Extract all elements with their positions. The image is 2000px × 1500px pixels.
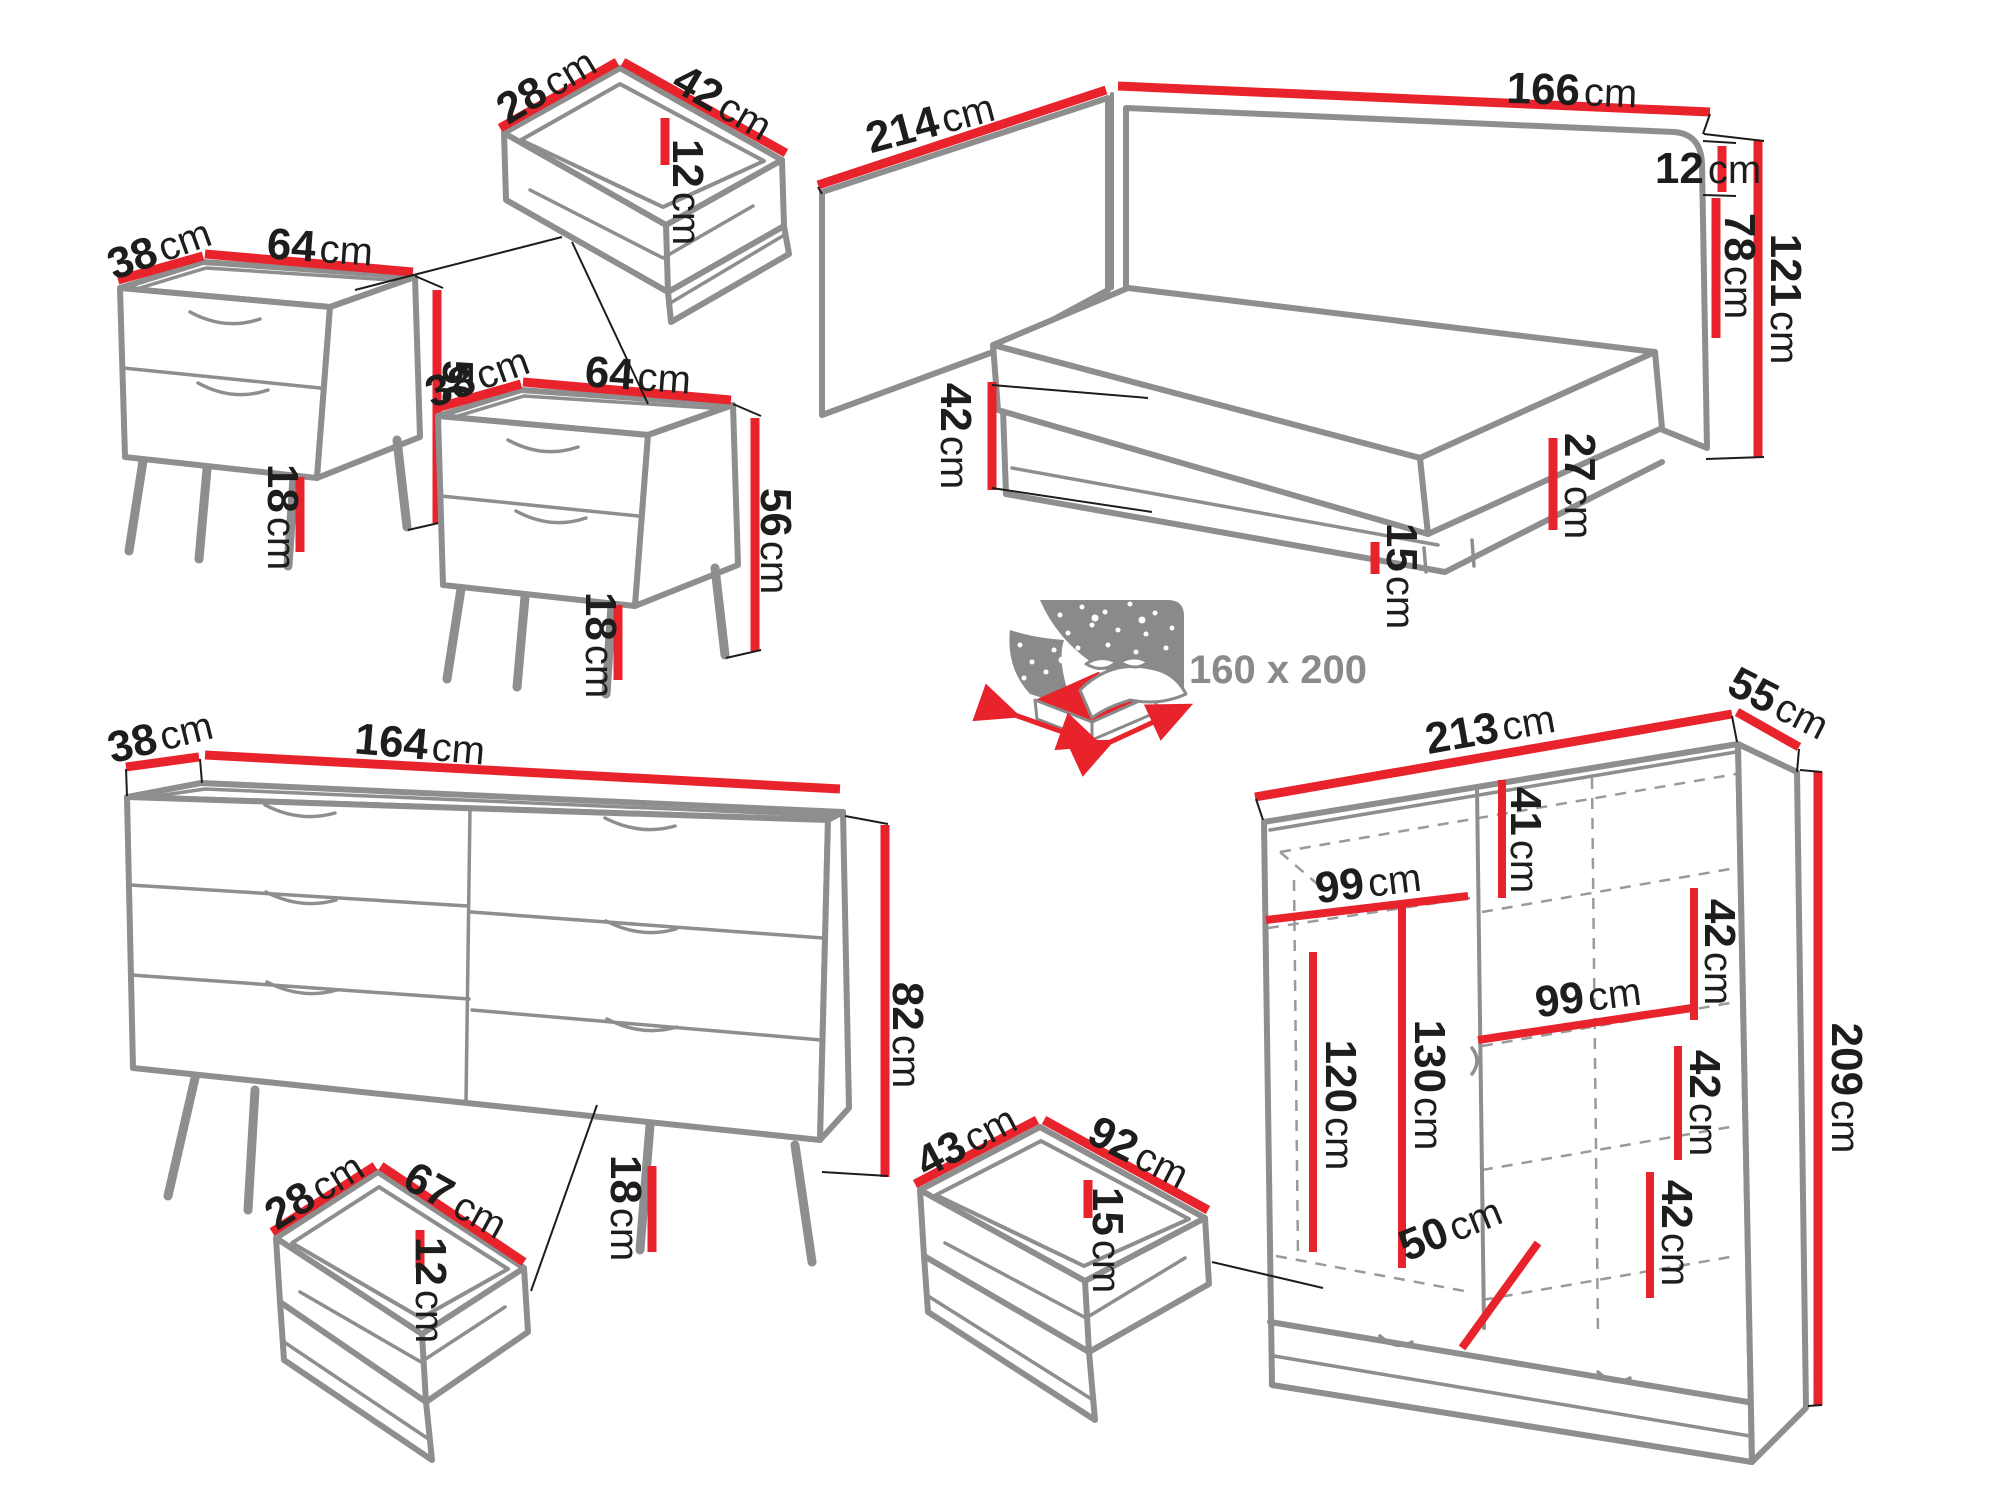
wardrobe-middle-hanging-label: 130cm [1405, 1020, 1454, 1151]
wardrobe-divider [1475, 786, 1486, 1330]
wardrobe-interior-dashed [1267, 772, 1737, 1337]
nightstand-right-width-label: 64cm [583, 347, 692, 403]
nightstand-left-width-label: 64cm [265, 219, 374, 275]
dresser-drawer-dimension-lines [269, 1162, 527, 1268]
wardrobe-top-shelf-label: 41cm [1501, 787, 1550, 893]
bed-total-height-label: 121cm [1761, 234, 1810, 365]
bed-side-height-label: 27cm [1555, 433, 1604, 539]
bed-drawer-height-label: 15cm [1083, 1187, 1132, 1293]
bed-width-label: 166cm [1506, 64, 1638, 118]
wardrobe-dimension-lines [1254, 708, 1823, 1407]
wardrobe-side [1735, 741, 1809, 1465]
dresser-height-label: 82cm [883, 982, 932, 1088]
dresser-dimension-lines [125, 750, 890, 1252]
dresser-width-label: 164cm [353, 714, 488, 774]
wardrobe-lower-gap-label: 42cm [1652, 1180, 1701, 1286]
nightstand-right-height-label: 56cm [751, 488, 800, 594]
dresser: 38cm 164cm 82cm 18cm [103, 704, 932, 1267]
wardrobe-left-width-label: 99cm [1312, 852, 1423, 914]
icon-stars [1017, 601, 1175, 681]
wardrobe-upper-gap-label: 42cm [1695, 899, 1744, 1005]
dresser-front [124, 794, 831, 1143]
wardrobe-left-hanging-label: 120cm [1316, 1040, 1365, 1171]
mattress-size-icon: 160 x 200 [972, 600, 1367, 777]
bed-headboard-height-label: 78cm [1715, 213, 1764, 319]
mattress-size-label: 160 x 200 [1189, 648, 1367, 692]
dresser-side [817, 809, 852, 1143]
dresser-drawer-height-label: 12cm [406, 1237, 455, 1343]
connector-dresser-to-drawer [530, 1104, 598, 1292]
connector-drawer-to-wardrobe [1211, 1261, 1324, 1289]
nightstand-left-leg-label: 18cm [258, 464, 307, 570]
bed-base-height-label: 42cm [931, 383, 980, 489]
dresser-leg-label: 18cm [601, 1155, 650, 1261]
bed-plinth-height-label: 15cm [1377, 523, 1426, 629]
small-drawer-dimension-lines [497, 58, 789, 165]
dresser-drawer: 28cm 67cm 12cm [256, 1145, 531, 1463]
wardrobe-height-label: 209cm [1822, 1023, 1871, 1154]
wardrobe-right-width-label: 99cm [1532, 966, 1643, 1028]
connector-lines [354, 236, 1324, 1292]
bed-dimension-lines [816, 81, 1765, 574]
connector-small-drawer-to-right-nightstand [571, 241, 649, 405]
wardrobe-middle-gap-label: 42cm [1680, 1050, 1729, 1156]
small-drawer: 28cm 42cm 12cm [488, 40, 792, 325]
small-drawer-height-label: 12cm [663, 139, 712, 245]
bed-drawer-dimension-lines [912, 1116, 1211, 1218]
nightstand-right: 38cm 64cm 56cm 18cm [419, 339, 800, 698]
bed-drawer: 43cm 92cm 15cm [908, 1097, 1212, 1423]
wardrobe: 213cm 55cm 209cm 41cm 99cm 120cm 130cm 4… [1254, 657, 1871, 1465]
nightstand-right-leg-label: 18cm [576, 592, 625, 698]
wardrobe-width-label: 213cm [1421, 693, 1558, 764]
nightstand-right-dimension-lines [434, 377, 762, 680]
connector-small-drawer-to-left-nightstand [354, 236, 563, 291]
